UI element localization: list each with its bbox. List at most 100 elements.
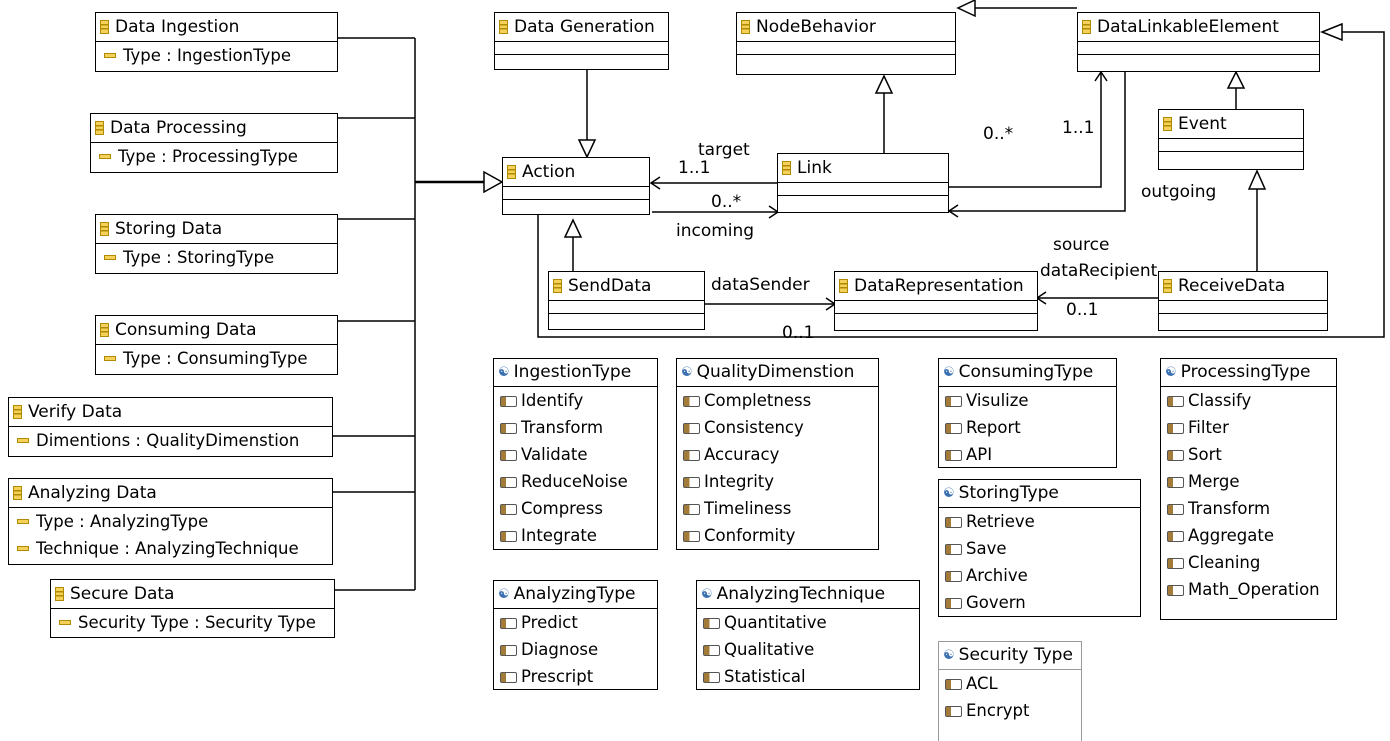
enum-processing-type[interactable]: ☯ProcessingType Classify Filter Sort Mer… bbox=[1160, 358, 1337, 620]
enum-storing-type[interactable]: ☯StoringType Retrieve Save Archive Gover… bbox=[938, 479, 1141, 617]
literal-icon bbox=[1167, 423, 1184, 434]
enum-name: ConsumingType bbox=[958, 362, 1094, 382]
class-node-behavior[interactable]: NodeBehavior bbox=[736, 12, 956, 75]
literal-icon bbox=[945, 450, 962, 461]
class-action[interactable]: Action bbox=[502, 157, 650, 215]
enum-literal: Conformity bbox=[677, 522, 878, 549]
literal-icon bbox=[683, 504, 700, 515]
label-target: target bbox=[698, 140, 750, 160]
enum-literal: Cleaning bbox=[1161, 549, 1336, 576]
enum-literal: Identify bbox=[494, 387, 657, 414]
generalization-arrowhead-node-behavior bbox=[874, 74, 894, 94]
class-icon bbox=[1082, 20, 1091, 34]
literal-icon bbox=[945, 544, 962, 555]
class-data-generation[interactable]: Data Generation bbox=[494, 12, 669, 70]
enum-consuming-type[interactable]: ☯ConsumingType Visulize Report API bbox=[938, 358, 1117, 468]
attribute-icon bbox=[17, 519, 29, 524]
attribute-icon bbox=[99, 154, 111, 159]
class-data-ingestion[interactable]: Data Ingestion Type : IngestionType bbox=[95, 12, 338, 72]
enum-literal: Quantitative bbox=[697, 609, 919, 636]
enum-literal: ReduceNoise bbox=[494, 468, 657, 495]
attribute: Type : AnalyzingType bbox=[36, 512, 209, 531]
enum-literal: Visulize bbox=[939, 387, 1116, 414]
enum-ingestion-type[interactable]: ☯IngestionType Identify Transform Valida… bbox=[493, 358, 658, 550]
label-incoming: incoming bbox=[676, 221, 755, 241]
attribute: Type : ProcessingType bbox=[118, 147, 298, 166]
class-storing-data[interactable]: Storing Data Type : StoringType bbox=[95, 214, 338, 274]
association-target-arrow bbox=[649, 176, 661, 190]
enum-literal: Integrity bbox=[677, 468, 878, 495]
class-data-representation[interactable]: DataRepresentation bbox=[834, 271, 1038, 331]
class-name: Action bbox=[522, 162, 576, 182]
enum-literal: Diagnose bbox=[494, 636, 657, 663]
enum-name: IngestionType bbox=[513, 362, 632, 382]
literal-icon bbox=[500, 645, 517, 656]
class-data-linkable-element[interactable]: DataLinkableElement bbox=[1077, 12, 1320, 72]
attribute: Type : IngestionType bbox=[123, 46, 291, 65]
class-name: Event bbox=[1178, 114, 1227, 134]
enum-analyzing-type[interactable]: ☯AnalyzingType Predict Diagnose Prescrip… bbox=[493, 580, 658, 690]
class-receive-data[interactable]: ReceiveData bbox=[1158, 271, 1328, 331]
enum-literal: Integrate bbox=[494, 522, 657, 549]
enum-analyzing-technique[interactable]: ☯AnalyzingTechnique Quantitative Qualita… bbox=[696, 580, 920, 690]
enum-literal: Accuracy bbox=[677, 441, 878, 468]
enumeration-icon: ☯ bbox=[498, 365, 510, 380]
class-consuming-data[interactable]: Consuming Data Type : ConsumingType bbox=[95, 315, 338, 375]
enum-name: AnalyzingTechnique bbox=[716, 584, 886, 604]
enum-literal: Timeliness bbox=[677, 495, 878, 522]
enum-literal: Compress bbox=[494, 495, 657, 522]
enum-literal: Govern bbox=[939, 589, 1140, 616]
generalization-arrowhead-receive-data bbox=[1247, 169, 1267, 190]
class-verify-data[interactable]: Verify Data Dimentions : QualityDimensti… bbox=[8, 397, 333, 457]
class-icon bbox=[1163, 279, 1172, 293]
enumeration-icon: ☯ bbox=[943, 648, 955, 663]
association-outgoing-arrow bbox=[947, 204, 959, 218]
class-send-data[interactable]: SendData bbox=[548, 271, 705, 330]
enum-literal: Merge bbox=[1161, 468, 1336, 495]
literal-icon bbox=[1167, 585, 1184, 596]
label-bottom-multiplicity: 0..1 bbox=[782, 323, 815, 343]
enum-name: QualityDimenstion bbox=[696, 362, 855, 382]
literal-icon bbox=[945, 706, 962, 717]
enum-name: ProcessingType bbox=[1180, 362, 1311, 382]
literal-icon bbox=[1167, 531, 1184, 542]
literal-icon bbox=[1167, 504, 1184, 515]
class-link[interactable]: Link bbox=[777, 153, 949, 213]
enum-literal: Completness bbox=[677, 387, 878, 414]
literal-icon bbox=[1167, 396, 1184, 407]
literal-icon bbox=[500, 504, 517, 515]
enum-quality-dimenstion[interactable]: ☯QualityDimenstion Completness Consisten… bbox=[676, 358, 879, 550]
class-icon bbox=[13, 486, 22, 500]
literal-icon bbox=[1167, 558, 1184, 569]
class-data-processing[interactable]: Data Processing Type : ProcessingType bbox=[90, 113, 338, 173]
literal-icon bbox=[500, 450, 517, 461]
enumeration-icon: ☯ bbox=[681, 365, 693, 380]
class-name: DataRepresentation bbox=[854, 276, 1024, 296]
class-event[interactable]: Event bbox=[1158, 109, 1304, 170]
class-name: Data Processing bbox=[110, 118, 247, 138]
class-secure-data[interactable]: Secure Data Security Type : Security Typ… bbox=[50, 579, 335, 638]
enum-literal: ACL bbox=[939, 670, 1081, 697]
class-name: Verify Data bbox=[28, 402, 123, 422]
generalization-action-dle bbox=[537, 31, 1385, 338]
class-analyzing-data[interactable]: Analyzing Data Type : AnalyzingType Tech… bbox=[8, 478, 333, 565]
enum-literal: Classify bbox=[1161, 387, 1336, 414]
class-name: NodeBehavior bbox=[756, 17, 876, 37]
class-icon bbox=[100, 20, 109, 34]
label-source: source bbox=[1053, 235, 1110, 255]
class-icon bbox=[100, 222, 109, 236]
literal-icon bbox=[703, 672, 720, 683]
class-name: Link bbox=[797, 158, 832, 178]
class-name: Consuming Data bbox=[115, 320, 257, 340]
attribute: Security Type : Security Type bbox=[78, 613, 316, 632]
enumeration-icon: ☯ bbox=[1165, 365, 1177, 380]
enum-literal: Retrieve bbox=[939, 508, 1140, 535]
literal-icon bbox=[500, 396, 517, 407]
generalization-arrowhead-send-data bbox=[563, 218, 583, 238]
attribute-icon bbox=[104, 356, 116, 361]
enum-security-type[interactable]: ☯Security Type ACL Encrypt bbox=[938, 641, 1082, 741]
enum-name: Security Type bbox=[958, 645, 1073, 665]
association-link-dle-arrow bbox=[1094, 70, 1108, 82]
class-icon bbox=[1163, 117, 1172, 131]
